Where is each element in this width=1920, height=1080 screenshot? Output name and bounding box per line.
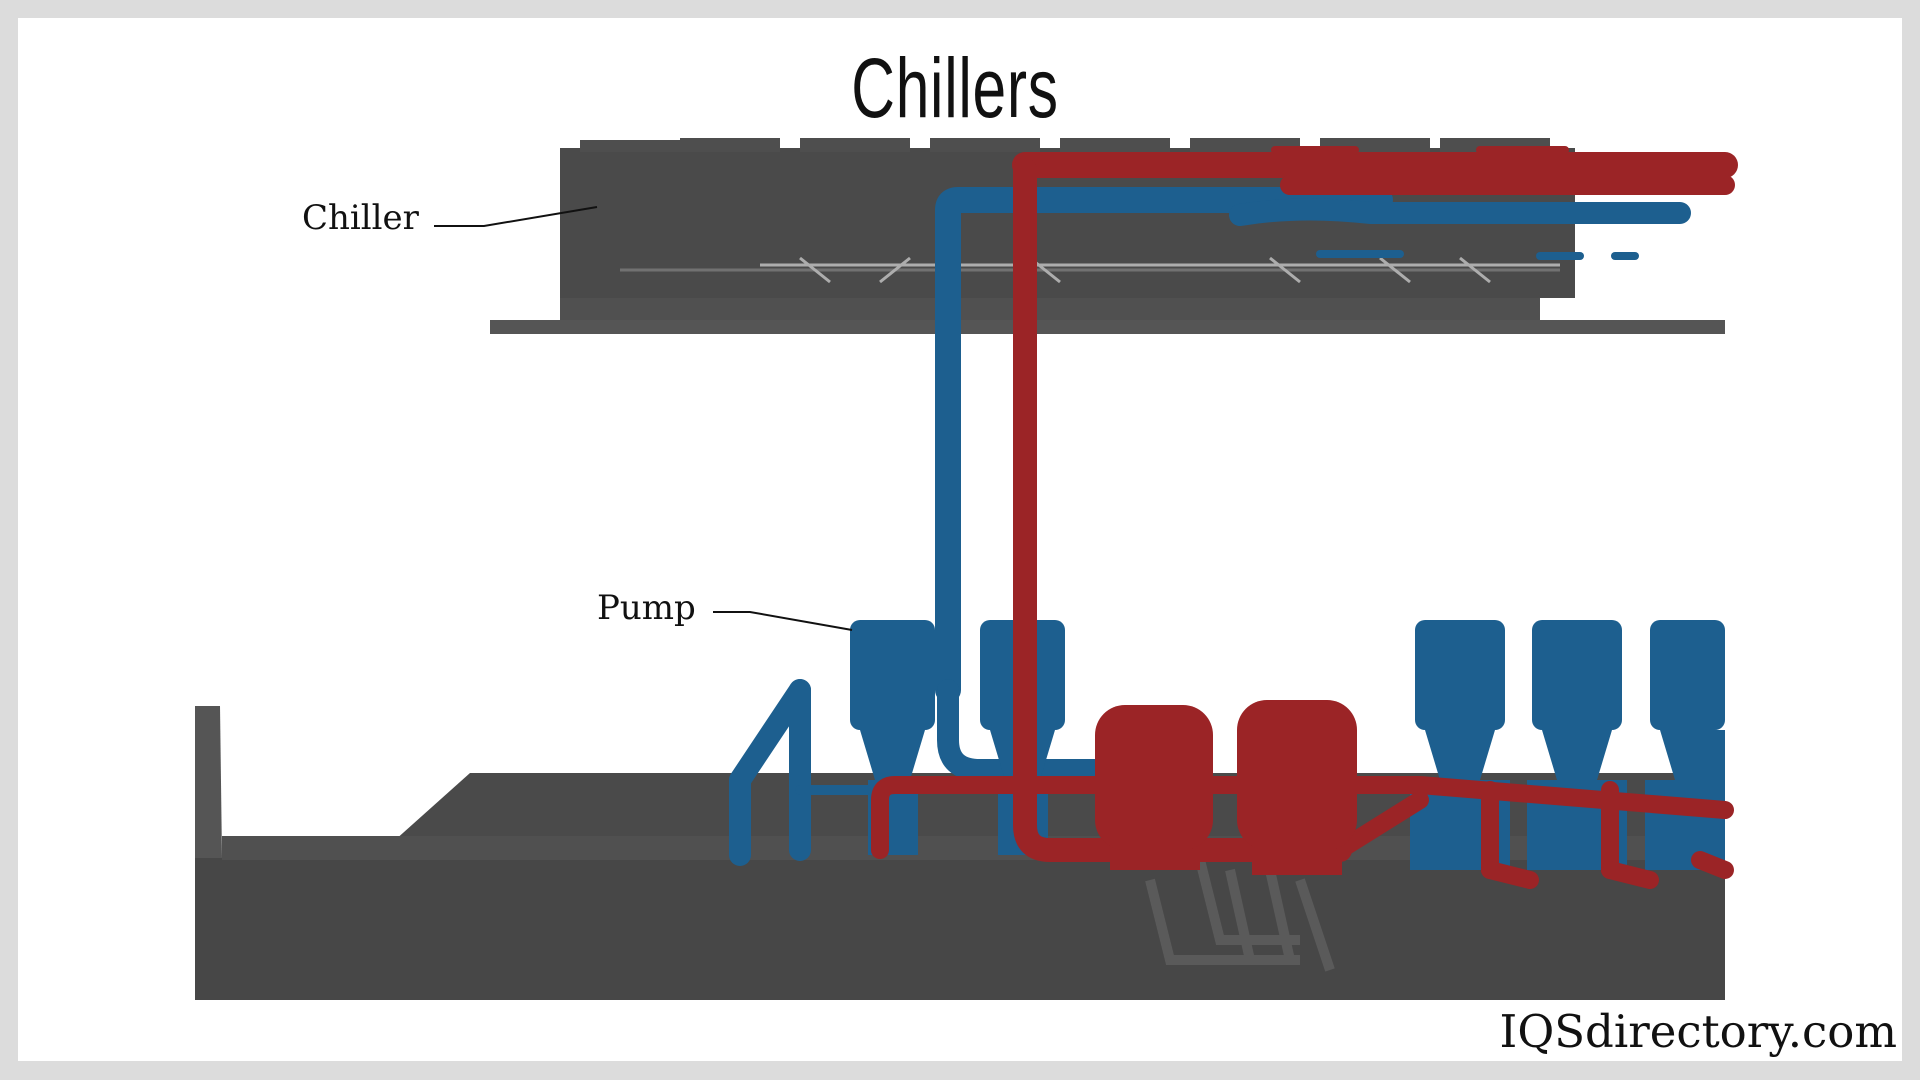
site-watermark: IQSdirectory.com <box>1499 1005 1897 1058</box>
chiller-label: Chiller <box>302 198 419 238</box>
buffer-tank <box>1237 700 1357 875</box>
pump-leader-line <box>713 611 853 631</box>
hot-water-pipe <box>871 146 1738 889</box>
ground-slab <box>195 706 1725 1000</box>
label-leaders <box>434 206 853 631</box>
chiller-leader-line <box>434 206 598 227</box>
page-title: Chillers <box>851 41 1059 135</box>
buffer-tank-group <box>1095 700 1357 875</box>
pump-label: Pump <box>597 588 696 628</box>
buffer-tank <box>1095 705 1213 870</box>
pump <box>1645 620 1725 870</box>
